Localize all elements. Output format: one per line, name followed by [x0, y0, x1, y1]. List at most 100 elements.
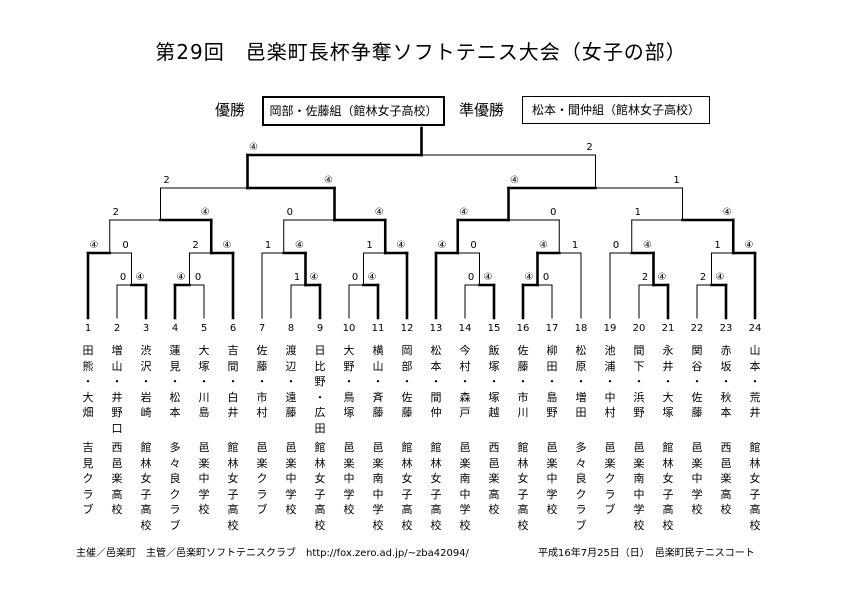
pair-names: 蓮見・松本 — [168, 343, 182, 421]
r2-match-6-right-score: 1 — [572, 240, 578, 251]
club-char: 邑 — [488, 456, 500, 470]
pair-names: 松原・増田 — [574, 343, 588, 421]
club-char: 校 — [227, 518, 239, 532]
pair-club: 多々良クラブ — [168, 440, 182, 533]
r1-match-7-left-score: 2 — [642, 272, 648, 283]
name-char: 崎 — [140, 406, 152, 419]
name-char: 野 — [111, 406, 123, 419]
club-char: 西 — [111, 441, 123, 454]
club-char: 館 — [140, 441, 152, 454]
name-char: 藤 — [401, 406, 413, 419]
pair-number: 23 — [719, 323, 733, 334]
club-char: 子 — [227, 487, 239, 501]
r1-match-2-right-score: 0 — [195, 272, 201, 283]
runner-up-label: 準優勝 — [459, 101, 505, 119]
club-char: 高 — [517, 503, 529, 516]
club-char: 南 — [633, 472, 645, 485]
name-char: 松 — [169, 390, 181, 404]
name-char: 田 — [546, 359, 558, 373]
club-char: 多 — [575, 441, 587, 454]
club-char: 邑 — [285, 441, 297, 454]
pair-club: 邑楽南中学校 — [458, 440, 472, 533]
name-char: 田 — [314, 421, 326, 435]
name-char: 増 — [111, 344, 123, 357]
name-char: 大 — [82, 390, 94, 404]
pair-number: 17 — [545, 323, 559, 334]
qf-match-3-left-score: ④ — [459, 207, 468, 218]
club-char: 楽 — [343, 456, 355, 470]
pair-number: 15 — [487, 323, 501, 334]
name-char: 村 — [604, 406, 616, 419]
name-char: 市 — [517, 390, 529, 404]
club-char: 楽 — [488, 472, 500, 485]
club-char: 校 — [517, 518, 529, 532]
qf-match-3-right-score: 0 — [550, 207, 556, 218]
qf-match-2-left-score: 0 — [287, 207, 293, 218]
club-char: 校 — [633, 518, 645, 532]
name-char: 塚 — [488, 390, 500, 404]
name-char: ・ — [720, 375, 732, 388]
club-char: ク — [169, 487, 181, 501]
organizers-text: 主催／邑楽町 主管／邑楽町ソフトテニスクラブ http://fox.zero.a… — [76, 548, 469, 559]
r2-match-2-right-score: ④ — [223, 240, 232, 251]
r2-match-5-right-score: 0 — [470, 240, 476, 251]
name-char: 藤 — [285, 406, 297, 419]
name-char: 沢 — [140, 359, 152, 373]
club-char: 子 — [517, 487, 529, 501]
club-char: 邑 — [372, 441, 384, 454]
name-char: ・ — [314, 390, 326, 404]
pair-names: 松本・間仲 — [429, 343, 443, 421]
winner-box: 岡部・佐藤組（館林女子高校） — [262, 96, 445, 126]
club-char: 校 — [198, 503, 210, 516]
club-char: 女 — [314, 472, 326, 485]
name-char: 藤 — [517, 359, 529, 373]
name-char: 塚 — [662, 406, 674, 419]
name-char: 柳 — [546, 344, 558, 357]
club-char: 林 — [662, 456, 674, 470]
club-char: 校 — [691, 503, 703, 516]
club-char: 学 — [285, 487, 297, 501]
club-char: 楽 — [372, 456, 384, 470]
club-char: 校 — [749, 518, 761, 532]
club-char: ブ — [575, 518, 587, 532]
winner-label: 優勝 — [215, 101, 246, 119]
club-char: 校 — [662, 518, 674, 532]
r2-match-7-left-score: 0 — [613, 240, 619, 251]
club-char: 女 — [430, 472, 442, 485]
name-char: 藤 — [372, 406, 384, 419]
pair-number: 5 — [200, 323, 208, 334]
club-char: 邑 — [459, 441, 471, 454]
pair-names: 佐藤・市川 — [516, 343, 530, 421]
name-char: ・ — [285, 375, 297, 388]
pair-number: 11 — [371, 323, 385, 334]
pair-club: 館林女子高校 — [226, 440, 240, 533]
pair-number: 1 — [84, 323, 92, 334]
club-char: 邑 — [546, 441, 558, 454]
club-char: 学 — [691, 487, 703, 501]
name-char: 井 — [227, 406, 239, 419]
club-char: 西 — [720, 441, 732, 454]
pair-number: 9 — [316, 323, 324, 334]
club-char: 館 — [314, 441, 326, 454]
club-char: 学 — [546, 487, 558, 501]
qf-match-4-left-score: 1 — [635, 207, 641, 218]
club-char: 楽 — [546, 456, 558, 470]
name-char: ・ — [140, 375, 152, 388]
qf-match-1-right-score: ④ — [201, 207, 210, 218]
pair-names: 永井・大塚 — [661, 343, 675, 421]
pair-number: 24 — [748, 323, 762, 334]
name-char: ・ — [517, 375, 529, 388]
club-char: ラ — [256, 487, 268, 501]
club-char: 々 — [575, 456, 587, 470]
pair-club: 館林女子高校 — [516, 440, 530, 533]
r2-match-1-right-score: 0 — [122, 240, 128, 251]
club-char: 邑 — [198, 441, 210, 454]
club-char: 校 — [546, 503, 558, 516]
club-char: 校 — [401, 518, 413, 532]
club-char: 館 — [227, 441, 239, 454]
club-char: 校 — [488, 503, 500, 516]
name-char: 村 — [459, 359, 471, 373]
club-char: ラ — [575, 503, 587, 516]
name-char: ・ — [749, 375, 761, 388]
runner-up-box: 松本・間仲組（館林女子高校） — [522, 96, 710, 124]
